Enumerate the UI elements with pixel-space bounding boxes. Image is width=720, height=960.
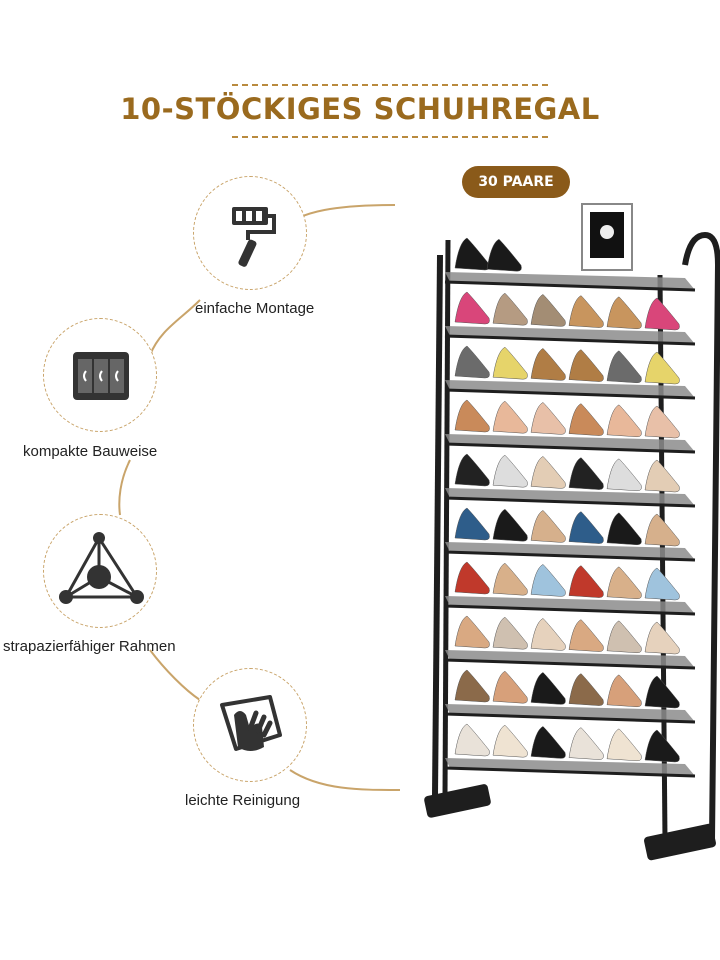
feature-label-reinigung: leichte Reinigung [185, 792, 301, 809]
shoe [530, 672, 566, 705]
shoe [530, 402, 566, 435]
shoe [644, 621, 680, 655]
pairs-badge: 30 PAARE [462, 166, 570, 198]
shoe [530, 564, 566, 597]
shoe-rack-illustration [424, 203, 720, 861]
rack-shelf-bar [444, 388, 696, 400]
shoe [454, 291, 490, 325]
feature-circle-montage [193, 176, 307, 290]
shoe [492, 616, 528, 650]
shoe [530, 348, 566, 381]
rack-shelf [445, 272, 695, 290]
shoe [530, 456, 566, 489]
shoe [644, 675, 680, 709]
shoe [606, 296, 642, 330]
shoe [568, 349, 604, 382]
shoe [530, 618, 566, 651]
shoe [454, 345, 490, 379]
shoe [492, 508, 528, 542]
shoe [644, 351, 680, 385]
page-title: 10-STÖCKIGES SCHUHREGAL [120, 92, 600, 126]
rack-shelf [445, 380, 695, 398]
shoe [606, 728, 642, 762]
shoe [492, 724, 528, 758]
rack-shelf [445, 758, 695, 776]
shoe [530, 726, 566, 759]
shoe [644, 729, 680, 763]
rack-shelf [445, 596, 695, 614]
shoe [606, 674, 642, 708]
rack-shelf [445, 434, 695, 452]
feature-circle-bauweise [43, 318, 157, 432]
feature-label-rahmen: strapazierfähiger Rahmen [3, 638, 176, 655]
shoe [454, 399, 490, 433]
shoe [492, 400, 528, 434]
shoe [568, 403, 604, 436]
shoe [492, 292, 528, 326]
rack-shelf-bar [444, 550, 696, 562]
shoe [454, 723, 490, 757]
rack-upright-front-left [442, 239, 451, 796]
feature-label-montage: einfache Montage [195, 300, 315, 317]
paint-roller-icon [232, 207, 276, 267]
rack-shelf [445, 542, 695, 560]
feature-circle-rahmen [43, 514, 157, 628]
shoe [568, 673, 604, 706]
shoe [492, 346, 528, 380]
rack-shelf [445, 650, 695, 668]
shoe [486, 238, 522, 272]
shoe [568, 619, 604, 652]
shoe [454, 453, 490, 487]
frame-structure-icon [59, 532, 144, 604]
rack-shelf [445, 326, 695, 344]
rack-foot-right [644, 823, 716, 861]
shoe [606, 620, 642, 654]
shoe [606, 566, 642, 600]
rack-shelf-bar [444, 334, 696, 346]
shoe [606, 350, 642, 384]
rack-shelf [445, 488, 695, 506]
rack-shelf-bar [444, 280, 696, 292]
shoe [568, 565, 604, 598]
shoe [644, 513, 680, 547]
rack-shelf [445, 704, 695, 722]
shoe [530, 510, 566, 543]
shoe [568, 457, 604, 490]
rack-shelf-bar [444, 604, 696, 616]
shoe [568, 295, 604, 328]
rack-shelf-bar [444, 766, 696, 778]
rack-upright-back-left [432, 254, 443, 796]
shoe [644, 405, 680, 439]
rack-shelf-bar [444, 712, 696, 724]
shoe [568, 511, 604, 544]
feature-circle-reinigung [193, 668, 307, 782]
shoe [568, 727, 604, 760]
shoe [644, 567, 680, 601]
compact-cabinet-icon [73, 352, 129, 400]
title-bottom-divider [232, 136, 548, 138]
shoe [606, 458, 642, 492]
rack-upright-right [682, 231, 720, 841]
shoe [606, 512, 642, 546]
rack-shelf-bar [444, 658, 696, 670]
shoe [492, 670, 528, 704]
shoe [454, 561, 490, 595]
shoe [492, 454, 528, 488]
shoe [454, 237, 490, 271]
shoe [644, 459, 680, 493]
shoe [644, 297, 680, 331]
shoe [454, 615, 490, 649]
rack-foot-left [424, 784, 491, 818]
rack-shelf-bar [444, 496, 696, 508]
shoe [454, 669, 490, 703]
shoe [530, 294, 566, 327]
rack-shelf-bar [444, 442, 696, 454]
shoe [454, 507, 490, 541]
shoe [606, 404, 642, 438]
cleaning-cloth-hand-icon [220, 695, 282, 751]
shoe [492, 562, 528, 596]
feature-label-bauweise: kompakte Bauweise [23, 443, 158, 460]
photo-frame-flower [600, 225, 614, 239]
title-top-divider [232, 84, 548, 86]
